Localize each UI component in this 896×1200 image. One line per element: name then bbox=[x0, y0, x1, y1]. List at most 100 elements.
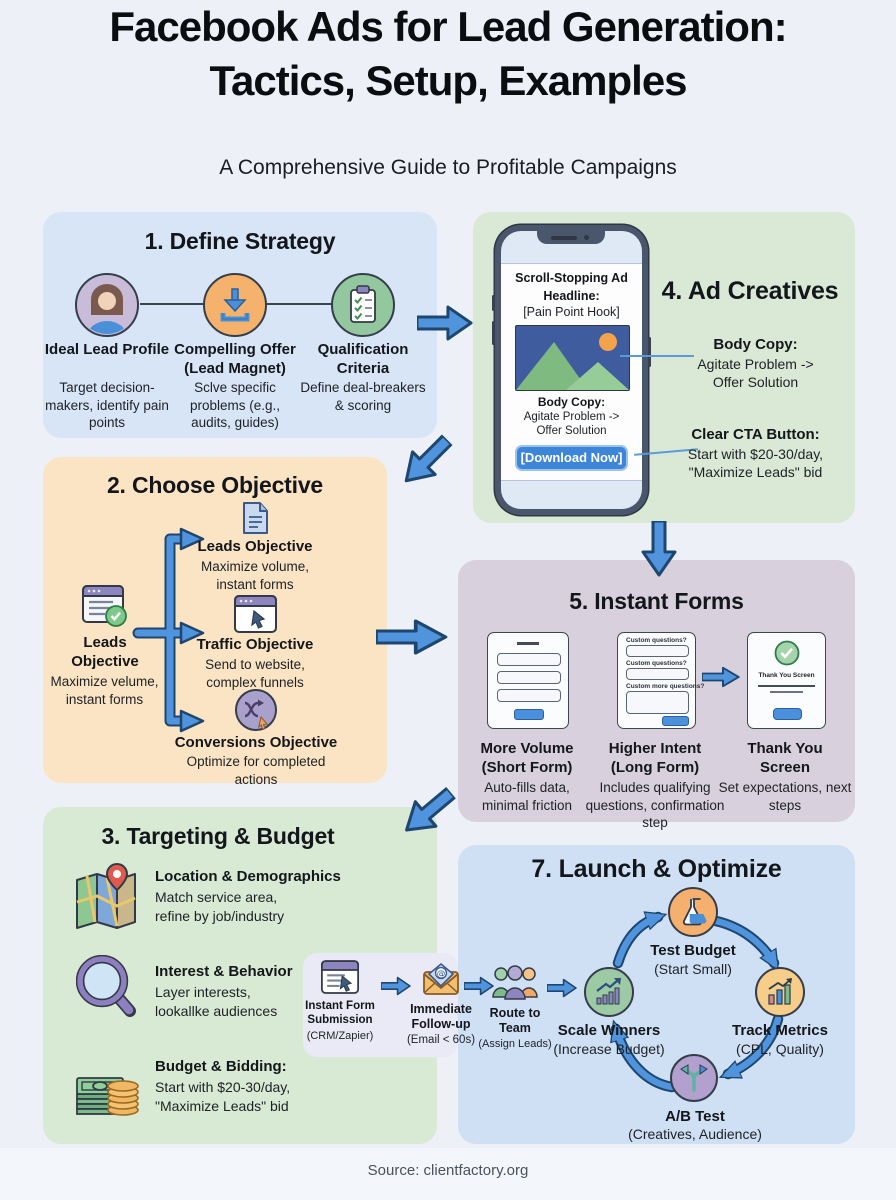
phone-notch bbox=[537, 231, 605, 244]
page-subtitle: A Comprehensive Guide to Profitable Camp… bbox=[219, 156, 677, 179]
email-followup-icon: @ bbox=[422, 960, 460, 996]
define-item-label: Qualification Criteria bbox=[317, 341, 409, 377]
short-form-card bbox=[487, 632, 569, 729]
objective-branch-arrows bbox=[132, 527, 205, 733]
ad-creatives-title: 4. Ad Creatives bbox=[661, 277, 839, 305]
page-title: Facebook Ads for Lead Generation: Tactic… bbox=[0, 0, 896, 108]
optimize-node-sub: (Start Small) bbox=[654, 961, 732, 977]
footer-strip bbox=[0, 1148, 896, 1200]
callout-body-label: Body Copy: bbox=[713, 336, 798, 353]
targeting-item-desc: Layer interests, lookallke audiences bbox=[155, 984, 278, 1019]
pipeline-step-sub: (Email < 60s) bbox=[406, 1034, 476, 1046]
arrow-objective-to-forms bbox=[376, 619, 448, 655]
define-item-desc: Define deal-breakers & scoring bbox=[300, 380, 426, 413]
pipeline-step-label: Instant Form Submission bbox=[305, 1000, 375, 1026]
callout-cta-line2: "Maximize Leads" bid bbox=[688, 464, 823, 480]
form-field bbox=[497, 653, 561, 666]
phone-speaker bbox=[551, 236, 577, 240]
define-item-label: Ideal Lead Profile bbox=[44, 341, 170, 358]
form-field bbox=[626, 645, 689, 657]
optimize-node-label: Test Budget bbox=[650, 942, 736, 959]
phone-screen: Scroll-Stopping Ad Headline: [Pain Point… bbox=[501, 231, 642, 509]
team-people-icon bbox=[492, 964, 538, 1002]
long-form-card: Custom questions? Custom questions? Cust… bbox=[617, 632, 704, 729]
document-icon bbox=[242, 501, 269, 535]
callout-cta-line1: Start with $20-30/day, bbox=[687, 446, 824, 462]
objective-branch-desc: Send to website, complex funnels bbox=[205, 657, 305, 690]
page-title-line2: Tactics, Setup, Examples bbox=[209, 56, 687, 104]
conversions-shuffle-icon bbox=[235, 689, 277, 731]
form-field bbox=[497, 689, 561, 702]
form-submit-button bbox=[662, 716, 689, 726]
ad-body-line1: Agitate Problem -> bbox=[523, 411, 620, 423]
callout-body-line1: Agitate Problem -> bbox=[697, 356, 814, 372]
mountains-graphic bbox=[516, 333, 629, 390]
form-card-desc: Auto-fills data, minimal friction bbox=[481, 780, 573, 813]
objective-branch-label: Traffic Objective bbox=[196, 636, 314, 653]
form-field-large bbox=[626, 691, 689, 714]
page-title-line1: Facebook Ads for Lead Generation: bbox=[109, 3, 787, 50]
arrow-creatives-to-objective bbox=[404, 434, 453, 483]
magnifier-icon bbox=[75, 954, 138, 1028]
form-submit-button bbox=[514, 709, 544, 720]
optimize-cycle-arrows bbox=[610, 911, 784, 1093]
form-title-line bbox=[517, 642, 539, 645]
pipeline-step-label: Immediate Follow-up bbox=[410, 1002, 472, 1031]
form-field bbox=[626, 668, 689, 680]
pipeline-step-sub: (CRM/Zapier) bbox=[306, 1030, 374, 1042]
define-item-desc: Sclve specific problems (e.g., audits, g… bbox=[189, 380, 281, 431]
form-card-label: Thank You Screen bbox=[747, 740, 823, 776]
form-field bbox=[497, 671, 561, 684]
targeting-item-desc: Match service area, refine by job/indust… bbox=[155, 889, 285, 924]
objective-branch-desc: Maximize volume, instant forms bbox=[200, 559, 310, 592]
source-text: Source: clientfactory.org bbox=[367, 1162, 529, 1179]
checklist-icon bbox=[331, 273, 395, 337]
thank-you-screen-text: Thank You Screen bbox=[758, 672, 815, 679]
divider-line bbox=[758, 685, 815, 687]
objective-branch-label: Leads Objective bbox=[197, 538, 313, 555]
ab-split-icon bbox=[670, 1054, 718, 1102]
long-form-field-label: Custom questions? bbox=[626, 660, 687, 667]
ad-body-line2: Offer Solution bbox=[536, 425, 607, 437]
pipeline-step-label: Route to Team bbox=[489, 1006, 541, 1035]
svg-text:@: @ bbox=[437, 970, 446, 980]
optimize-node-sub: (CPL, Quality) bbox=[736, 1041, 824, 1057]
optimize-node-label: Track Metrics bbox=[732, 1022, 828, 1039]
instant-form-browser-icon bbox=[321, 960, 359, 995]
form-card-label: Higher Intent (Long Form) bbox=[608, 740, 702, 776]
download-icon bbox=[203, 273, 267, 337]
arrow-form-to-thankyou bbox=[702, 666, 740, 688]
objective-root-label: Leads Objective bbox=[71, 634, 139, 670]
callout-body-line2: Offer Solution bbox=[712, 374, 799, 390]
targeting-item-desc: Start with $20-30/day, "Maximize Leads" … bbox=[155, 1079, 291, 1114]
connector-line bbox=[267, 303, 332, 305]
phone-side-button bbox=[492, 321, 495, 345]
browser-cursor-icon bbox=[234, 595, 277, 634]
define-strategy-title: 1. Define Strategy bbox=[144, 228, 336, 254]
targeting-item-label: Budget & Bidding: bbox=[155, 1058, 287, 1075]
instant-forms-title: 5. Instant Forms bbox=[569, 588, 744, 614]
thank-you-button bbox=[773, 708, 802, 720]
objective-branch-label: Conversions Objective bbox=[174, 734, 338, 751]
optimize-node-label: Scale Winners bbox=[557, 1022, 661, 1039]
phone-camera bbox=[584, 235, 589, 240]
arrow-define-to-creatives bbox=[417, 305, 473, 341]
optimize-node-sub: (Creatives, Audience) bbox=[628, 1126, 762, 1142]
targeting-budget-title: 3. Targeting & Budget bbox=[101, 823, 335, 849]
phone-side-button bbox=[648, 337, 651, 367]
optimize-node-label: A/B Test bbox=[665, 1108, 725, 1125]
phone-mockup: Scroll-Stopping Ad Headline: [Pain Point… bbox=[492, 225, 651, 515]
targeting-item-label: Interest & Behavior bbox=[155, 963, 293, 980]
download-now-button: [Download Now] bbox=[515, 445, 628, 471]
thank-you-card: Thank You Screen bbox=[747, 632, 826, 729]
objective-root-desc: Maximize velume, instant forms bbox=[50, 674, 159, 707]
targeting-item-label: Location & Demographics bbox=[155, 868, 341, 885]
map-pin-icon bbox=[73, 862, 139, 935]
ad-image-placeholder bbox=[515, 325, 630, 391]
form-card-desc: Set expectations, next steps bbox=[718, 780, 852, 813]
ad-headline-label2: Headline: bbox=[543, 289, 600, 303]
callout-line-body bbox=[620, 355, 694, 357]
arrow-pipeline-1 bbox=[381, 976, 411, 996]
leads-browser-check-icon bbox=[82, 585, 128, 628]
